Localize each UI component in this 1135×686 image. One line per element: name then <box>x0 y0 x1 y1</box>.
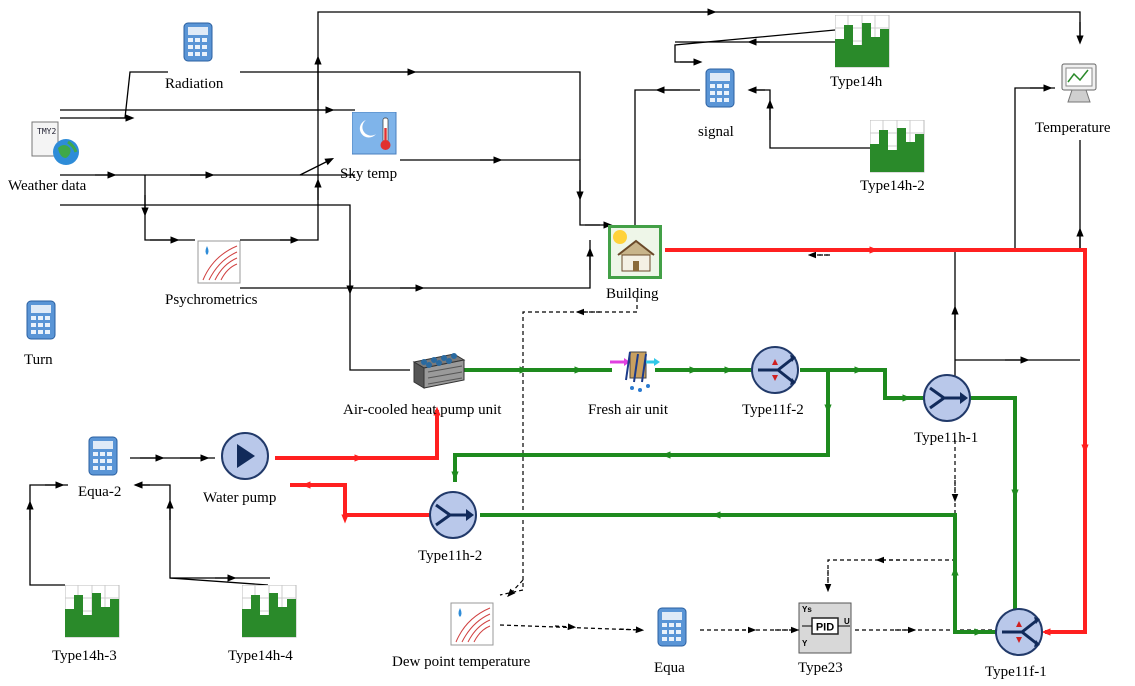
water-pump-icon[interactable] <box>217 432 273 489</box>
pipe-type11f2-type11h1 <box>800 368 925 400</box>
wire-sky-building <box>400 159 600 226</box>
dew-point-label: Dew point temperature <box>392 654 531 670</box>
equa-label: Equa <box>654 660 685 676</box>
equa-2-label: Equa-2 <box>78 484 122 500</box>
dew-point-icon[interactable] <box>450 602 496 653</box>
pipe-pump-type11h2 <box>290 483 430 517</box>
psychrometrics-label: Psychrometrics <box>165 292 258 308</box>
wire-weather-psy2 <box>144 175 195 241</box>
turn-calculator-icon[interactable] <box>26 300 58 347</box>
wire-type14h2-signal <box>750 89 870 149</box>
wire-building-dewpoint <box>499 298 638 596</box>
equa-2-calculator-icon[interactable] <box>88 436 120 483</box>
heat-pump-label: Air-cooled heat pump unit <box>343 402 502 418</box>
control-connections <box>26 8 1084 586</box>
type14h-4-label: Type14h-4 <box>228 648 293 664</box>
pid-text: PID <box>816 622 834 634</box>
temperature-label: Temperature <box>1035 120 1111 136</box>
type11h-2-mixer-icon[interactable] <box>428 490 480 547</box>
type11f-1-label: Type11f-1 <box>985 664 1047 680</box>
weather-data-label: Weather data <box>8 178 87 194</box>
pipe-pump-hp <box>275 410 439 460</box>
wire-to-temp-1 <box>1014 87 1055 250</box>
pid-u-text: U <box>844 617 850 626</box>
signal-calculator-icon[interactable] <box>705 68 737 115</box>
pipe-type11h1-type11f1 <box>970 396 1017 610</box>
type14h-label: Type14h <box>830 74 883 90</box>
controller-connections <box>499 251 1000 634</box>
wire-weather-radiation <box>60 71 168 119</box>
type14h-forcing-icon[interactable] <box>834 14 891 74</box>
turn-label: Turn <box>24 352 53 368</box>
wire-type14h-signal <box>674 29 836 63</box>
type14h-2-forcing-icon[interactable] <box>869 119 926 179</box>
sky-temp-label: Sky temp <box>340 166 398 182</box>
tmy-label: TMY2 <box>37 127 56 136</box>
radiation-label: Radiation <box>165 76 224 92</box>
radiation-calculator-icon[interactable] <box>183 22 215 69</box>
type23-pid-icon[interactable]: PID Ys U Y <box>798 602 854 661</box>
psychrometrics-icon[interactable] <box>197 240 243 291</box>
type11h-1-label: Type11h-1 <box>914 430 979 446</box>
building-label: Building <box>606 286 659 302</box>
sky-temp-icon[interactable] <box>351 111 398 161</box>
type14h-4-forcing-icon[interactable] <box>241 584 298 644</box>
wire-psy-building <box>240 240 591 289</box>
equa-calculator-icon[interactable] <box>657 607 689 654</box>
type11f-1-valve-icon[interactable] <box>994 607 1046 664</box>
pipe-building-type11f1 <box>665 248 1087 634</box>
type14h-3-forcing-icon[interactable] <box>64 584 121 644</box>
weather-data-icon[interactable]: TMY2 <box>28 118 82 173</box>
type14h-2-label: Type14h-2 <box>860 178 925 194</box>
wire-signal-building <box>634 89 700 225</box>
fresh-air-unit-label: Fresh air unit <box>588 402 668 418</box>
wire-dew-equa <box>499 624 641 631</box>
building-icon[interactable] <box>608 225 664 286</box>
type11f-2-valve-icon[interactable] <box>750 345 802 402</box>
type11f-2-label: Type11f-2 <box>742 402 804 418</box>
type11h-1-mixer-icon[interactable] <box>922 373 974 430</box>
temperature-monitor-icon[interactable] <box>1058 62 1102 113</box>
water-pump-label: Water pump <box>203 490 277 506</box>
type11h-2-label: Type11h-2 <box>418 548 483 564</box>
pid-ys-text: Ys <box>802 605 812 614</box>
pid-y-text: Y <box>802 639 808 648</box>
pipe-type11h2-type11f1 <box>480 513 998 634</box>
signal-label: signal <box>698 124 734 140</box>
wire-radiation-building <box>240 71 581 160</box>
type23-label: Type23 <box>798 660 843 676</box>
type14h-3-label: Type14h-3 <box>52 648 117 664</box>
fresh-air-unit-icon[interactable] <box>608 348 660 401</box>
wire-type14h4-equa2 <box>135 484 269 586</box>
heat-pump-icon[interactable] <box>410 350 468 399</box>
wire-type14h3-equa2 <box>29 484 68 586</box>
